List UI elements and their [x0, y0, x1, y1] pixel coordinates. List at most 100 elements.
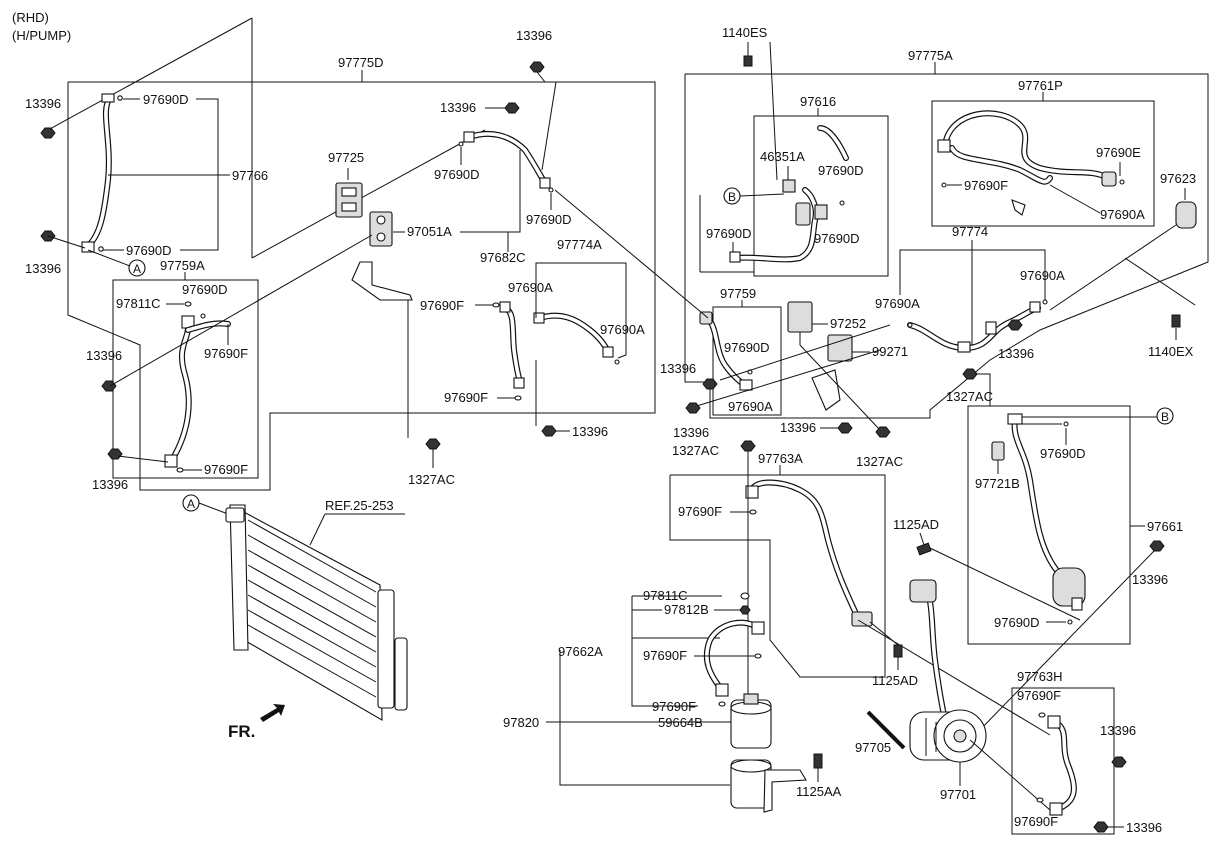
- svg-text:A: A: [187, 497, 195, 511]
- label-97690f-6: 97690F: [678, 504, 722, 519]
- fitting-97766-top: [101, 93, 115, 103]
- label-46351a: 46351A: [760, 149, 805, 164]
- label-97690f-9: 97690F: [1017, 688, 1061, 703]
- sensor-97623: [1175, 201, 1197, 229]
- label-1125ad-1: 1125AD: [893, 517, 939, 532]
- label-97690d-6: 97690D: [818, 163, 864, 178]
- valve-97051a: [369, 211, 393, 247]
- label-97775a: 97775A: [908, 48, 953, 63]
- label-13396-13: 13396: [1100, 723, 1136, 738]
- bracket-valve: [351, 261, 413, 301]
- svg-text:A: A: [133, 262, 141, 276]
- label-97690d-7: 97690D: [814, 231, 860, 246]
- label-97774: 97774: [952, 224, 988, 239]
- bolt-1125ad-2: [893, 644, 903, 658]
- label-97690a-5: 97690A: [1020, 268, 1065, 283]
- header-rhd: (RHD): [12, 10, 49, 25]
- label-97811c-1: 97811C: [116, 296, 161, 311]
- nut-1327ac-1: [425, 438, 441, 450]
- label-97661: 97661: [1147, 519, 1183, 534]
- label-1327ac-2: 1327AC: [856, 454, 903, 469]
- nut-13396-6: [101, 380, 117, 392]
- nut-1327ac-2: [875, 426, 891, 438]
- bolt-97705: [866, 710, 906, 750]
- label-97662a: 97662A: [558, 644, 603, 659]
- ref-circle-a-bottom: A: [182, 494, 200, 512]
- nut-1327ac-3: [962, 368, 978, 380]
- bolt-1140es: [743, 55, 753, 67]
- label-97775d: 97775D: [338, 55, 384, 70]
- clamp-97761p: [1011, 199, 1026, 216]
- ref-circle-a-top: A: [128, 259, 146, 277]
- group-97820: 97811C 97812B 97662A 97690F 97690F 97820…: [503, 451, 842, 813]
- label-97690d-9: 97690D: [724, 340, 770, 355]
- receiver-bracket-97820: [730, 759, 807, 813]
- bolt-1125aa: [813, 753, 823, 769]
- nut-13396-8: [1007, 319, 1023, 331]
- label-97774a: 97774A: [557, 237, 602, 252]
- label-97623: 97623: [1160, 171, 1196, 186]
- label-99271: 99271: [872, 344, 908, 359]
- label-97690d-4: 97690D: [526, 212, 572, 227]
- label-97690f-8: 97690F: [652, 699, 696, 714]
- label-1327ac-4: 1327AC: [672, 443, 719, 458]
- nut-13396-9: [702, 378, 718, 390]
- label-13396-12: 13396: [1132, 572, 1168, 587]
- label-97766: 97766: [232, 168, 268, 183]
- group-97661: 1327AC 97661 B 97690D 97721B 97690D 1339…: [946, 368, 1183, 736]
- bracket-99271: [811, 369, 841, 411]
- label-97690a-6: 97690A: [728, 399, 773, 414]
- label-97690a-4: 97690A: [875, 296, 920, 311]
- label-97051a: 97051A: [407, 224, 452, 239]
- nut-13396-7: [107, 448, 123, 460]
- bolt-1140ex: [1171, 314, 1181, 328]
- label-ref-25-253: REF.25-253: [325, 498, 394, 513]
- drier-59664b: [730, 693, 772, 749]
- label-97690f-3: 97690F: [204, 346, 248, 361]
- label-97725: 97725: [328, 150, 364, 165]
- label-97690f-2: 97690F: [444, 390, 488, 405]
- svg-text:B: B: [728, 190, 736, 204]
- condenser: A REF.25-253 FR.: [182, 494, 408, 741]
- bolt-1125ad-1: [916, 542, 932, 556]
- label-97811c-2: 97811C: [643, 588, 688, 603]
- label-13396-9: 13396: [660, 361, 696, 376]
- fr-arrow-icon: [260, 704, 285, 722]
- label-13396-6: 13396: [86, 348, 122, 363]
- label-13396-10: 13396: [673, 425, 709, 440]
- label-13396-3: 13396: [440, 100, 476, 115]
- nut-13396-10: [685, 402, 701, 414]
- nut-13396-13: [1111, 756, 1127, 768]
- label-1327ac-3: 1327AC: [946, 389, 993, 404]
- expansion-valve-97725: [335, 182, 363, 218]
- label-97690d-2: 97690D: [126, 243, 172, 258]
- nut-13396-4: [529, 61, 545, 73]
- nut-1327ac-4: [740, 440, 756, 452]
- label-97763a: 97763A: [758, 451, 803, 466]
- header-hpump: (H/PUMP): [12, 28, 71, 43]
- nut-13396-1: [40, 127, 56, 139]
- muffler-97661: [1052, 567, 1086, 607]
- label-97690d-1: 97690D: [143, 92, 189, 107]
- label-13396-8: 13396: [998, 346, 1034, 361]
- label-97705: 97705: [855, 740, 891, 755]
- group-97759a: 97759A 97811C 97690D 97690F 97690F 13396…: [86, 234, 373, 492]
- label-97690d-11: 97690D: [994, 615, 1040, 630]
- nut-13396-5: [541, 425, 557, 437]
- label-97721b: 97721B: [975, 476, 1020, 491]
- nut-13396-11: [837, 422, 853, 434]
- svg-text:B: B: [1161, 410, 1169, 424]
- label-13396-2: 13396: [25, 261, 61, 276]
- compressor-97701: 97701 97705: [855, 579, 1051, 811]
- label-fr: FR.: [228, 722, 255, 741]
- label-97690f-5: 97690F: [964, 178, 1008, 193]
- sensor-97721b: [991, 441, 1005, 461]
- label-1125aa: 1125AA: [796, 784, 842, 799]
- label-97820: 97820: [503, 715, 539, 730]
- nut-13396-14: [1093, 821, 1109, 833]
- label-97690d-5: 97690D: [182, 282, 228, 297]
- label-1140es: 1140ES: [722, 25, 768, 40]
- label-97701: 97701: [940, 787, 976, 802]
- label-97690d-10: 97690D: [1040, 446, 1086, 461]
- label-97759: 97759: [720, 286, 756, 301]
